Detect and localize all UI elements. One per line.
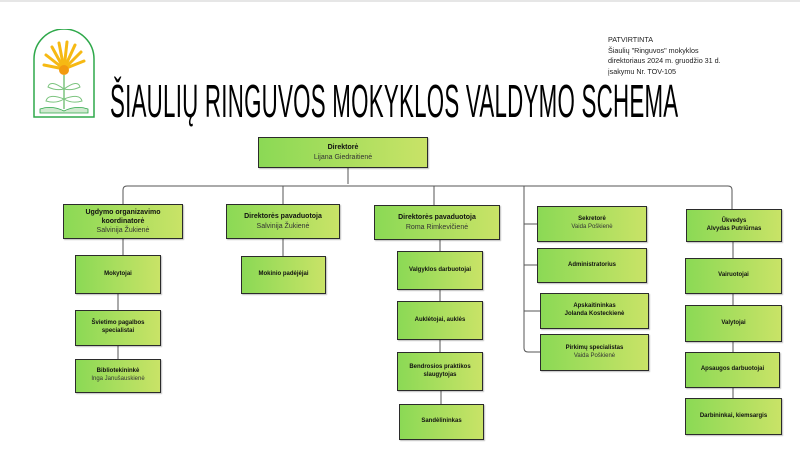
security-staff-box: Apsaugos darbuotojai <box>685 352 780 388</box>
facility-manager-box: Ūkvedys Alvydas Putriūrnas <box>686 209 782 242</box>
box-name: Inga Janušauskienė <box>91 376 145 382</box>
box-title: Apsaugos darbuotojai <box>700 366 765 373</box>
deputy-director-1-box: Direktorės pavaduotoja Salvinija Žukienė <box>226 204 340 239</box>
procurement-box: Pirkimų specialistas Vaida Poškienė <box>540 334 649 371</box>
box-name: Vaida Poškienė <box>571 224 613 230</box>
box-title: Mokinio padėjėjai <box>258 271 309 278</box>
approval-line: PATVIRTINTA <box>608 35 653 44</box>
box-title: Sekretorė <box>578 216 606 223</box>
canteen-staff-box: Valgyklos darbuotojai <box>397 251 483 290</box>
box-title: Sandėlininkas <box>421 418 462 425</box>
director-name: Lijana Giedraitienė <box>313 153 373 161</box>
approval-line: Šiaulių "Ringuvos" mokyklos <box>608 45 699 55</box>
page-title: ŠIAULIŲ RINGUVOS MOKYKLOS VALDYMO SCHEMA <box>110 75 679 127</box>
box-title: Vairuotojai <box>718 272 749 279</box>
teachers-box: Mokytojai <box>75 255 161 294</box>
school-logo <box>33 29 95 118</box>
approval-line: įsakymu Nr. TOV-105 <box>608 66 677 76</box>
box-title: Švietimo pagalbos specialistai <box>91 320 145 334</box>
top-border <box>0 0 800 2</box>
drivers-box: Vairuotojai <box>685 258 782 294</box>
box-title: Valgyklos darbuotojai <box>408 266 471 273</box>
approval-note: PATVIRTINTA Šiaulių "Ringuvos" mokyklos … <box>608 35 721 77</box>
educators-box: Auklėtojai, auklės <box>397 301 483 340</box>
student-assistants-box: Mokinio padėjėjai <box>241 256 326 294</box>
box-title: Mokytojai <box>104 270 132 277</box>
deputy-director-2-box: Direktorės pavaduotoja Roma Rimkevičienė <box>374 205 500 240</box>
box-name: Salvinija Žukienė <box>96 227 150 235</box>
box-title: Ūkvedys <box>721 217 747 224</box>
box-name: Vaida Poškienė <box>573 352 616 359</box>
administrator-box: Administratorius <box>537 248 647 283</box>
coordinator-box: Ugdymo organizavimo koordinatorė Salvini… <box>63 204 183 239</box>
box-name: Alvydas Putriūrnas <box>706 225 762 232</box>
box-title: Ugdymo organizavimo koordinatorė <box>85 208 161 225</box>
director-box: Direktorė Lijana Giedraitienė <box>258 137 428 168</box>
cleaners-box: Valytojai <box>685 305 782 342</box>
workers-box: Darbininkai, kiemsargis <box>685 398 782 435</box>
box-title: Direktorės pavaduotoja <box>398 214 476 222</box>
box-title: Darbininkai, kiemsargis <box>699 412 768 419</box>
box-title: Bibliotekininkė <box>96 368 140 375</box>
box-name: Salvinija Žukienė <box>256 222 310 230</box>
box-title: Auklėtojai, auklės <box>414 316 466 323</box>
storekeeper-box: Sandėlininkas <box>399 404 484 440</box>
director-title: Direktorė <box>327 144 359 152</box>
nurse-box: Bendrosios praktikos slaugytojas <box>397 352 483 391</box>
box-title: Direktorės pavaduotoja <box>244 213 322 221</box>
secretary-box: Sekretorė Vaida Poškienė <box>537 206 647 242</box>
approval-line: direktoriaus 2024 m. gruodžio 31 d. <box>608 56 721 65</box>
box-title: Pirkimų specialistas <box>565 344 624 351</box>
librarian-box: Bibliotekininkė Inga Janušauskienė <box>75 359 161 393</box>
box-title: Valytojai <box>721 319 746 326</box>
education-support-box: Švietimo pagalbos specialistai <box>75 310 161 346</box>
box-title: Administratorius <box>567 261 616 268</box>
box-name: Roma Rimkevičienė <box>405 223 469 231</box>
box-name: Jolanda Kosteckienė <box>564 311 625 317</box>
box-title: Apskaitininkas <box>573 303 616 310</box>
box-title: Bendrosios praktikos slaugytojas <box>409 363 471 378</box>
accountant-box: Apskaitininkas Jolanda Kosteckienė <box>540 293 649 329</box>
